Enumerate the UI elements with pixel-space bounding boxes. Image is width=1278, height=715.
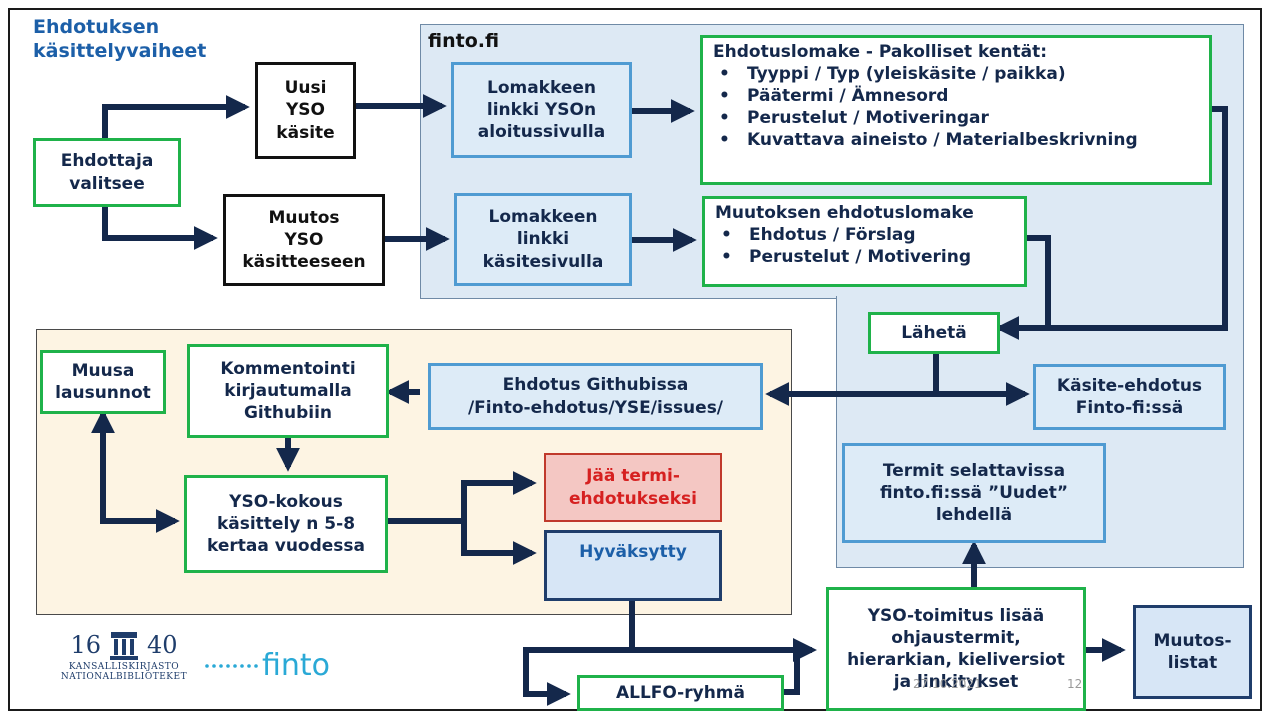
- hyvaksytty-label: Hyväksytty: [579, 542, 687, 562]
- kk-number-left: 16: [70, 631, 101, 659]
- laheta-box: Lähetä: [868, 312, 1000, 354]
- lomake1-line-1: Lomakkeen: [486, 77, 596, 98]
- form2-item: Ehdotus / Förslag: [721, 224, 971, 246]
- arrow-ehdottaja-muutos: [102, 207, 218, 250]
- form2-list: Ehdotus / Förslag Perustelut / Motiverin…: [715, 224, 971, 268]
- termit-selattavissa-box: Termit selattavissa finto.fi:ssä ”Uudet”…: [842, 443, 1106, 543]
- ehdottaja-line-2: valitsee: [69, 173, 145, 194]
- yso-toimitus-box: YSO-toimitus lisää ohjaustermit, hierark…: [826, 587, 1086, 711]
- allfo-label: ALLFO-ryhmä: [615, 682, 745, 703]
- uusi-line-1: Uusi: [284, 78, 327, 99]
- uusi-line-3: käsite: [276, 122, 335, 143]
- github-line-1: Ehdotus Githubissa: [502, 375, 689, 396]
- muusa-lausunnot-box: Muusa lausunnot: [40, 350, 166, 414]
- kommentointi-line-3: Githubiin: [243, 403, 333, 424]
- jaa-line-1: Jää termi-: [586, 466, 680, 487]
- yso-kokous-box: YSO-kokous käsittely n 5-8 kertaa vuodes…: [184, 475, 388, 573]
- arrow-muusa-kokous: [91, 409, 180, 533]
- muutoksen-ehdotuslomake-box: Muutoksen ehdotuslomake Ehdotus / Försla…: [702, 196, 1027, 287]
- laheta-label: Lähetä: [901, 322, 967, 343]
- lomake2-line-1: Lomakkeen: [488, 207, 598, 228]
- muutoslistat-box: Muutos- listat: [1133, 605, 1252, 699]
- kansalliskirjasto-logo: 16 40 KANSALLISKIRJASTO NATIONALBIBLIOTE…: [56, 628, 192, 700]
- lomake1-line-2: linkki YSOn: [486, 99, 597, 120]
- form1-item: Kuvattava aineisto / Materialbeskrivning: [719, 129, 1138, 151]
- muusa-line-1: Muusa: [71, 360, 135, 381]
- kommentointi-box: Kommentointi kirjautumalla Githubiin: [187, 344, 389, 438]
- ehdottaja-valitsee-box: Ehdottaja valitsee: [33, 138, 181, 207]
- ehdotus-githubissa-box: Ehdotus Githubissa /Finto-ehdotus/YSE/is…: [428, 363, 763, 430]
- slide-title: Ehdotuksen käsittelyvaiheet: [33, 16, 206, 64]
- finto-fi-label: finto.fi: [428, 30, 500, 52]
- finto-dots-icon: [205, 663, 258, 668]
- jaa-termiehdotukseksi-box: Jää termi- ehdotukseksi: [544, 453, 722, 522]
- finto-wordmark: finto: [262, 648, 331, 683]
- footer-date: 27.10.2021: [913, 677, 982, 691]
- kk-number-right: 40: [147, 631, 178, 659]
- termit-line-3: lehdellä: [935, 505, 1013, 526]
- arrow-form1-laheta: [995, 106, 1228, 340]
- kk-text-fi: KANSALLISKIRJASTO: [68, 662, 180, 672]
- ehdottaja-line-1: Ehdottaja: [60, 151, 154, 172]
- form1-item: Tyyppi / Typ (yleiskäsite / paikka): [719, 63, 1138, 85]
- form2-item: Perustelut / Motivering: [721, 246, 971, 268]
- lomake2-line-3: käsitesivulla: [482, 251, 604, 272]
- form1-item: Päätermi / Ämnesord: [719, 85, 1138, 107]
- form1-list: Tyyppi / Typ (yleiskäsite / paikka) Päät…: [713, 63, 1138, 151]
- yso-kokous-line-2: käsittely n 5-8: [216, 513, 356, 534]
- toimitus-line-1: YSO-toimitus lisää: [867, 605, 1045, 626]
- uusi-yso-kasite-box: Uusi YSO käsite: [255, 62, 356, 159]
- termit-line-1: Termit selattavissa: [882, 460, 1066, 481]
- yso-kokous-line-3: kertaa vuodessa: [206, 536, 366, 557]
- allfo-ryhma-box: ALLFO-ryhmä: [577, 675, 784, 711]
- form1-item: Perustelut / Motiveringar: [719, 107, 1138, 129]
- uusi-line-2: YSO: [285, 100, 325, 121]
- column-crest-icon: [110, 632, 138, 660]
- finto-logo: finto: [204, 648, 330, 683]
- kasite-ehdotus-line-1: Käsite-ehdotus: [1056, 375, 1203, 396]
- jaa-line-2: ehdotukseksi: [569, 488, 697, 509]
- arrow-split-jaa: [461, 471, 537, 521]
- muutoslistat-line-1: Muutos-: [1153, 630, 1232, 651]
- muutos-yso-box: Muutos YSO käsitteeseen: [223, 194, 385, 286]
- termit-line-2: finto.fi:ssä ”Uudet”: [879, 482, 1069, 503]
- arrow-allfo-toimitus: [784, 638, 817, 695]
- kommentointi-line-1: Kommentointi: [220, 358, 356, 379]
- toimitus-line-4: ja linkitykset: [893, 672, 1019, 693]
- lomakkeen-linkki-aloitussivulla-box: Lomakkeen linkki YSOn aloitussivulla: [451, 62, 632, 158]
- title-line-2: käsittelyvaiheet: [33, 39, 207, 62]
- kasite-ehdotus-box: Käsite-ehdotus Finto-fi:ssä: [1033, 364, 1226, 430]
- muutoslistat-line-2: listat: [1167, 653, 1218, 673]
- kommentointi-line-2: kirjautumalla: [224, 380, 352, 401]
- ehdotuslomake-box: Ehdotuslomake - Pakolliset kentät: Tyypp…: [700, 35, 1212, 185]
- kasite-ehdotus-line-2: Finto-fi:ssä: [1075, 398, 1184, 418]
- arrow-split-hyvaksytty: [461, 521, 537, 565]
- form2-title: Muutoksen ehdotuslomake: [715, 203, 974, 223]
- kk-text-sv: NATIONALBIBLIOTEKET: [60, 672, 188, 682]
- muusa-line-2: lausunnot: [55, 383, 151, 403]
- arrow-form2-laheta: [1027, 235, 1051, 328]
- muutos-line-2: YSO: [284, 229, 324, 250]
- toimitus-line-2: ohjaustermit,: [891, 627, 1021, 648]
- muutos-line-1: Muutos: [268, 207, 340, 228]
- lomakkeen-linkki-kasitesivulla-box: Lomakkeen linkki käsitesivulla: [454, 193, 632, 286]
- lomake2-line-2: linkki: [516, 229, 570, 250]
- footer-page: 12: [1067, 677, 1083, 691]
- github-line-2: /Finto-ehdotus/YSE/issues/: [467, 397, 724, 418]
- hyvaksytty-box: Hyväksytty: [544, 530, 722, 601]
- muutos-line-3: käsitteeseen: [242, 252, 366, 273]
- toimitus-line-3: hierarkian, kieliversiot: [847, 650, 1065, 670]
- title-line-1: Ehdotuksen: [33, 16, 160, 38]
- form1-title: Ehdotuslomake - Pakolliset kentät:: [713, 42, 1048, 62]
- arrow-hyvaksytty-allfo: [523, 601, 635, 706]
- lomake1-line-3: aloitussivulla: [477, 122, 606, 143]
- yso-kokous-line-1: YSO-kokous: [229, 491, 343, 512]
